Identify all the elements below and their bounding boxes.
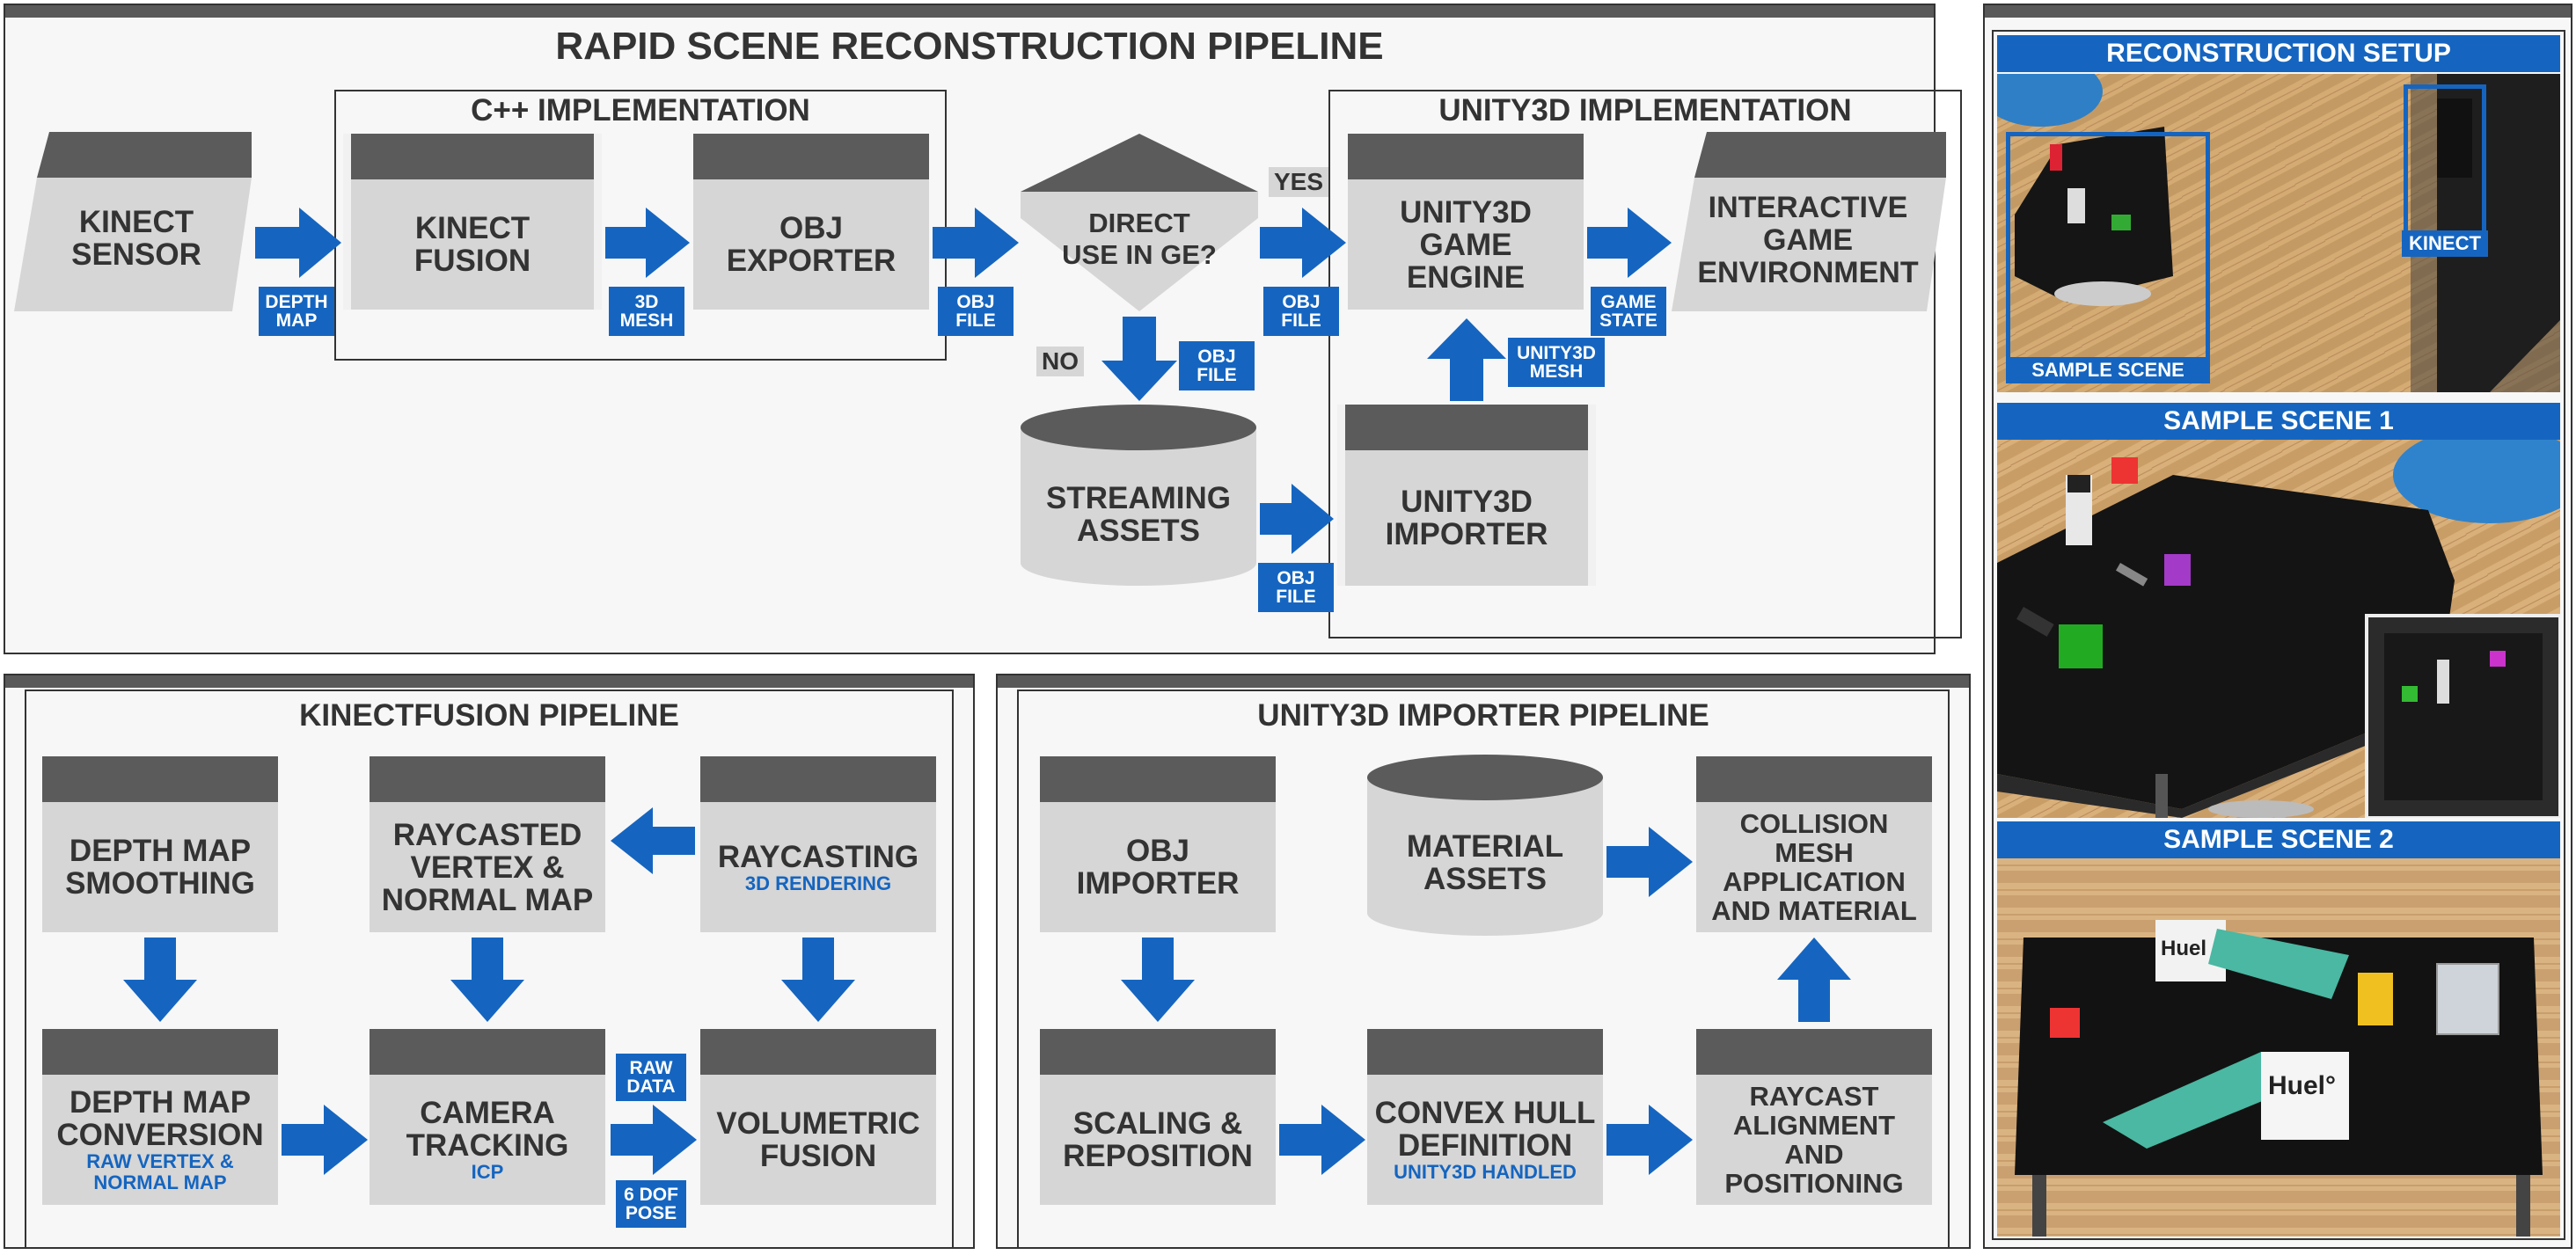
scaling-label: SCALING & REPOSITION <box>1063 1106 1253 1173</box>
unity-implementation-title: UNITY3D IMPLEMENTATION <box>1438 93 1852 128</box>
obj-importer-label: OBJ IMPORTER <box>1076 834 1240 901</box>
raycast-alignment-label: RAYCAST ALIGNMENT AND POSITIONING <box>1724 1081 1904 1199</box>
cpp-implementation-group <box>334 90 947 361</box>
unity3d-mesh-tag: UNITY3D MESH <box>1508 338 1605 387</box>
camera-tracking-sublabel: ICP <box>471 1161 504 1183</box>
convex-hull-sublabel: UNITY3D HANDLED <box>1394 1161 1577 1183</box>
sample-scene-1-title: SAMPLE SCENE 1 <box>1997 403 2560 440</box>
camera-tracking-label: CAMERA TRACKING <box>406 1096 569 1163</box>
unity-importer-inner-frame <box>1017 690 1950 1249</box>
photo-inner-frame <box>1992 30 2565 1240</box>
decision-label: DIRECT USE IN GE? <box>1062 208 1217 270</box>
volumetric-fusion-label: VOLUMETRIC FUSION <box>716 1106 920 1173</box>
panel-header-bar <box>5 5 1934 18</box>
material-assets-cylinder <box>1367 755 1603 936</box>
depth-map-tag: DEPTH MAP <box>259 287 334 336</box>
3d-mesh-tag: 3D MESH <box>609 287 684 336</box>
obj-file-tag-1: OBJ FILE <box>938 287 1014 336</box>
kinectfusion-title: KINECTFUSION PIPELINE <box>299 698 679 733</box>
obj-importer-box: OBJ IMPORTER <box>1040 756 1276 932</box>
collision-mesh-box: COLLISION MESH APPLICATION AND MATERIAL <box>1696 756 1932 932</box>
raw-data-tag: RAW DATA <box>616 1054 686 1101</box>
decision-diamond-shape <box>1021 134 1258 311</box>
raycast-alignment-box: RAYCAST ALIGNMENT AND POSITIONING <box>1696 1029 1932 1205</box>
6dof-pose-tag: 6 DOF POSE <box>616 1180 686 1228</box>
depth-map-smoothing-box: DEPTH MAP SMOOTHING <box>42 756 278 932</box>
kinect-sensor-shape <box>14 132 252 311</box>
interactive-environment-label: INTERACTIVE GAME ENVIRONMENT <box>1697 191 1919 289</box>
depth-map-conversion-sublabel: RAW VERTEX & NORMAL MAP <box>86 1150 234 1193</box>
kinect-sensor-label: KINECT SENSOR <box>71 205 201 272</box>
depth-map-smoothing-label: DEPTH MAP SMOOTHING <box>65 834 255 901</box>
obj-file-tag-4: OBJ FILE <box>1258 563 1334 612</box>
yes-label: YES <box>1269 167 1329 197</box>
sample-scene-2-title: SAMPLE SCENE 2 <box>1997 821 2560 858</box>
sample-scene-2-photo: Huel Huel° <box>1997 858 2560 1237</box>
collision-mesh-label: COLLISION MESH APPLICATION AND MATERIAL <box>1711 808 1917 926</box>
unity-importer-arrows <box>1121 827 1851 1175</box>
no-label: NO <box>1036 347 1084 376</box>
main-title: RAPID SCENE RECONSTRUCTION PIPELINE <box>555 25 1384 68</box>
game-state-tag: GAME STATE <box>1591 287 1666 336</box>
streaming-assets-label: STREAMING ASSETS <box>1046 481 1231 548</box>
huel-box-2-text: Huel° <box>2268 1071 2336 1100</box>
sample-scene-1-photo <box>1997 440 2560 818</box>
obj-exporter-box: OBJ EXPORTER <box>693 134 929 310</box>
kinect-fusion-label: KINECT FUSION <box>413 211 531 278</box>
kinect-label: KINECT <box>2402 230 2488 257</box>
kinect-fusion-box: KINECT FUSION <box>343 134 602 310</box>
sample-scene-frame <box>2006 132 2210 383</box>
sample-scene-label: SAMPLE SCENE <box>2008 357 2208 383</box>
obj-file-tag-3: OBJ FILE <box>1179 341 1255 390</box>
depth-map-conversion-label: DEPTH MAP CONVERSION <box>56 1085 264 1152</box>
raycasting-label: RAYCASTING <box>717 839 919 874</box>
raycasting-sublabel: 3D RENDERING <box>744 872 892 894</box>
streaming-assets-cylinder <box>1021 405 1256 586</box>
obj-file-tag-2: OBJ FILE <box>1263 287 1339 336</box>
reconstruction-setup-title: RECONSTRUCTION SETUP <box>1997 35 2560 72</box>
convex-hull-label: CONVEX HULL DEFINITION <box>1374 1096 1596 1163</box>
unity-implementation-group <box>1328 90 1962 638</box>
scaling-box: SCALING & REPOSITION <box>1040 1029 1276 1205</box>
unity-importer-box: UNITY3D IMPORTER <box>1337 405 1596 586</box>
huel-box-1-text: Huel <box>2161 937 2206 960</box>
unity-importer-title: UNITY3D IMPORTER PIPELINE <box>1257 698 1709 733</box>
raycasted-map-label: RAYCASTED VERTEX & NORMAL MAP <box>381 817 594 917</box>
volumetric-fusion-box: VOLUMETRIC FUSION <box>700 1029 936 1205</box>
raycasted-map-box: RAYCASTED VERTEX & NORMAL MAP <box>370 756 605 932</box>
cpp-implementation-title: C++ IMPLEMENTATION <box>471 93 810 128</box>
obj-exporter-label: OBJ EXPORTER <box>726 211 896 278</box>
main-arrows <box>255 208 1672 554</box>
kinectfusion-arrows <box>123 807 855 1175</box>
unity-importer-label: UNITY3D IMPORTER <box>1385 485 1548 551</box>
kinectfusion-inner-frame <box>25 690 954 1249</box>
unity-game-engine-label: UNITY3D GAME ENGINE <box>1400 194 1532 295</box>
interactive-environment-shape <box>1672 132 1946 311</box>
material-assets-label: MATERIAL ASSETS <box>1406 829 1564 896</box>
unity-game-engine-box: UNITY3D GAME ENGINE <box>1348 134 1584 310</box>
